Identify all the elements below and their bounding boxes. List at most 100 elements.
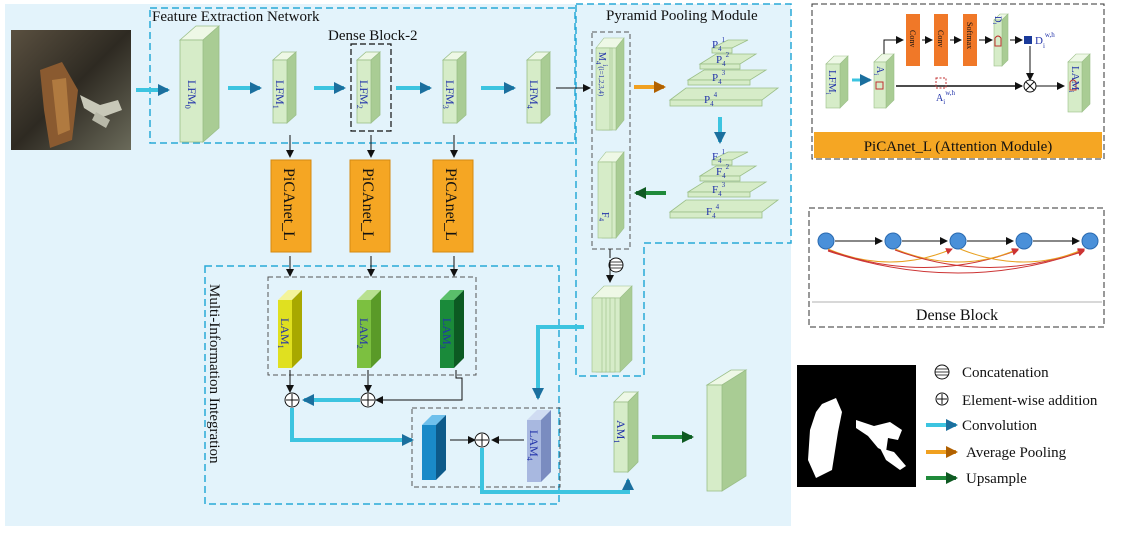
m4-label: M4i(i=1,2,3,4) xyxy=(594,52,609,97)
am-input-label: LFMi xyxy=(824,70,838,95)
lam-to-add-lines xyxy=(286,370,463,404)
svg-text:Average Pooling: Average Pooling xyxy=(966,445,1067,461)
svg-text:PiCAnet_L: PiCAnet_L xyxy=(359,168,376,241)
am-conv2: Conv xyxy=(934,14,948,66)
svg-text:P41: P41 xyxy=(712,36,726,53)
lfm3-label: LFM3 xyxy=(441,80,457,109)
lam2-block: LAM2 xyxy=(355,290,381,368)
svg-text:Convolution: Convolution xyxy=(962,418,1038,434)
am-dwh-label: Diw,h xyxy=(1035,31,1055,50)
picanet-block-2: PiCAnet_L xyxy=(349,159,391,253)
am-input-block: LFMi xyxy=(824,55,849,109)
lfm3-block: LFM3 xyxy=(441,51,468,124)
dense-node-5 xyxy=(1081,232,1099,250)
p-pyramid xyxy=(668,39,780,107)
concat-stack xyxy=(591,285,633,373)
legend-upsample: Upsample xyxy=(926,471,1027,487)
svg-text:PiCAnet_L: PiCAnet_L xyxy=(442,168,459,241)
feature-extraction-title: Feature Extraction Network xyxy=(152,9,320,25)
lam-group-box xyxy=(267,276,477,376)
lam1-label: LAM1 xyxy=(276,318,292,349)
dense-node-1 xyxy=(817,232,835,250)
am-multiply-op xyxy=(1023,79,1037,93)
lfm-to-picanet-arrows xyxy=(286,135,458,158)
lam2-label: LAM2 xyxy=(355,318,371,349)
am-di-label: Di xyxy=(991,16,1003,25)
legend-concatenation: Concatenation xyxy=(934,364,1049,381)
attention-module-title: PiCAnet_L (Attention Module) xyxy=(864,139,1053,155)
am-dwh-cube xyxy=(1024,36,1032,44)
svg-text:P42: P42 xyxy=(716,51,730,68)
am-di-block: Di xyxy=(991,13,1009,67)
dense-block-nodes xyxy=(817,232,1099,250)
svg-text:Softmax: Softmax xyxy=(965,22,974,49)
svg-text:Conv: Conv xyxy=(936,30,945,47)
dense-node-4 xyxy=(1015,232,1033,250)
lam4-label: LAM4 xyxy=(525,430,541,461)
conv-arrow-add1-convblock xyxy=(290,408,414,446)
svg-text:Element-wise addition: Element-wise addition xyxy=(962,393,1098,409)
svg-text:Upsample: Upsample xyxy=(966,471,1027,487)
dense-node-3 xyxy=(949,232,967,250)
am-awh-box xyxy=(935,77,947,89)
lam4-block: LAM4 xyxy=(525,410,551,482)
am-awh-label: Aiw,h xyxy=(936,89,956,106)
add-op-1 xyxy=(284,392,300,408)
svg-text:F44: F44 xyxy=(706,203,720,220)
lfm1-label: LFM1 xyxy=(271,80,287,109)
lam4-group-box xyxy=(411,407,561,488)
f4-label: F4 xyxy=(597,212,610,222)
mii-box xyxy=(204,265,560,505)
conv-arrow-concat-lam4 xyxy=(532,325,584,400)
f-labels: F41 F42 F43 F44 xyxy=(706,148,730,220)
am1-block: AM1 xyxy=(612,391,639,473)
am-output-label: LAMi xyxy=(1067,66,1081,92)
svg-text:Concatenation: Concatenation xyxy=(962,365,1049,381)
am-ai-label: Ai xyxy=(872,66,885,75)
lam1-block: LAM1 xyxy=(276,290,302,368)
svg-text:F41: F41 xyxy=(712,148,726,165)
lfm0-label: LFM0 xyxy=(183,80,199,109)
svg-text:PiCAnet_L: PiCAnet_L xyxy=(280,168,297,241)
dense-node-2 xyxy=(884,232,902,250)
ppm-left-dashed xyxy=(591,31,631,250)
lam3-block: LAM3 xyxy=(438,290,464,368)
concat-op xyxy=(608,257,624,273)
f4-stack: F4 xyxy=(597,151,625,239)
lfm1-block: LFM1 xyxy=(271,51,298,124)
legend: Concatenation Element-wise addition Conv… xyxy=(926,364,1098,487)
lam3-label: LAM3 xyxy=(438,318,454,349)
dense-block-2-box xyxy=(350,43,392,132)
dense-block-title: Dense Block xyxy=(916,307,998,324)
f-pyramid xyxy=(668,151,780,219)
am-output-block: LAMi xyxy=(1067,53,1091,113)
svg-text:F42: F42 xyxy=(716,163,730,180)
am1-label: AM1 xyxy=(612,420,628,443)
svg-text:F43: F43 xyxy=(712,181,726,198)
output-mask-image xyxy=(797,365,916,487)
m4-stack: M4i(i=1,2,3,4) xyxy=(594,37,625,131)
picanet-to-lam-arrows xyxy=(286,256,458,277)
picanet-block-1: PiCAnet_L xyxy=(270,159,312,253)
legend-avg-pooling: Average Pooling xyxy=(926,445,1067,461)
dense-block-skip-arrows xyxy=(827,248,1085,274)
pyramid-pooling-box xyxy=(575,3,792,377)
lfm4-block: LFM4 xyxy=(525,51,552,124)
am-ai-block: Ai xyxy=(872,53,895,109)
picanet-block-3: PiCAnet_L xyxy=(432,159,474,253)
lfm0-block: LFM0 xyxy=(178,25,221,143)
lfm4-label: LFM4 xyxy=(525,80,541,109)
add-op-2 xyxy=(360,392,376,408)
dense-block-2-label: Dense Block-2 xyxy=(328,28,418,44)
am-branch-line xyxy=(883,39,900,54)
feature-extraction-box xyxy=(149,7,576,144)
output-map xyxy=(705,369,748,492)
add-op-3 xyxy=(474,432,490,448)
svg-text:P43: P43 xyxy=(712,69,726,86)
conv-block xyxy=(422,415,446,480)
am-conv1: Conv xyxy=(906,14,920,66)
conv-arrows-top xyxy=(136,82,516,96)
lfm2-block: LFM2 xyxy=(355,51,382,124)
svg-text:P44: P44 xyxy=(704,91,718,108)
